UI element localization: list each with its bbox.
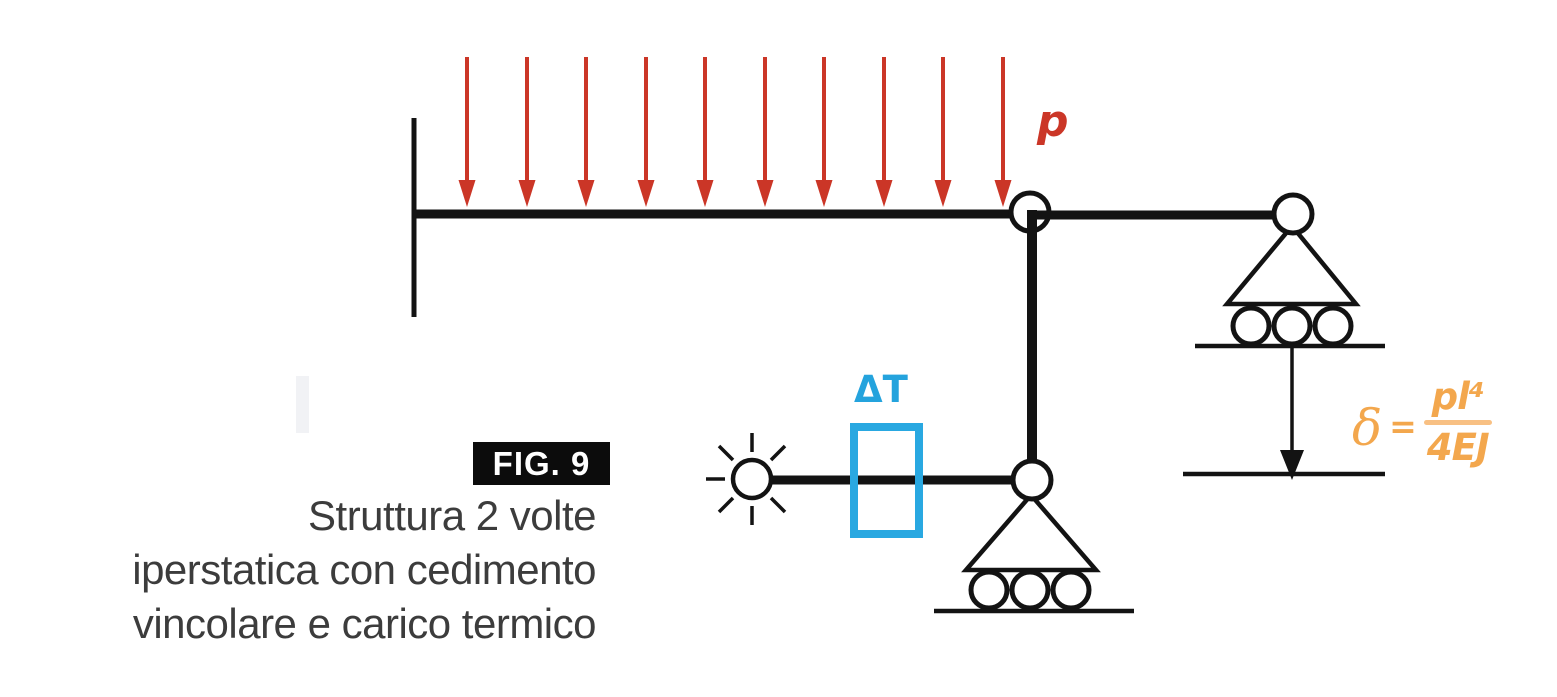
formula-fraction: pl⁴ 4EJ xyxy=(1423,375,1492,469)
right-roller-support-icon xyxy=(1195,192,1385,349)
load-arrow-icon xyxy=(815,57,833,207)
formula-delta: δ xyxy=(1352,398,1383,457)
bottom-roller-support-icon xyxy=(934,458,1134,614)
load-arrow-icon xyxy=(458,57,476,207)
load-arrow-icon xyxy=(637,57,655,207)
settlement-arrow-icon xyxy=(1183,348,1385,480)
caption-line: Struttura 2 volte xyxy=(308,492,596,539)
caption-line: vincolare e carico termico xyxy=(132,600,597,647)
load-arrow-icon xyxy=(696,57,714,207)
fraction-bar-icon xyxy=(1423,419,1492,425)
sun-hinge-support-icon xyxy=(706,433,798,525)
figure-tag: FIG. 9 xyxy=(473,442,610,485)
load-arrow-icon xyxy=(518,57,536,207)
load-arrow-icon xyxy=(756,57,774,207)
distributed-load-label: p xyxy=(1037,96,1069,147)
load-arrow-icon xyxy=(994,57,1012,207)
formula-numerator: pl⁴ xyxy=(1431,375,1485,418)
thermal-load-box-icon xyxy=(850,423,923,538)
formula-denominator: 4EJ xyxy=(1426,425,1490,469)
thermal-load-label: ΔT xyxy=(854,368,908,411)
figure-caption: Struttura 2 volte iperstatica con cedime… xyxy=(18,489,596,651)
distributed-load-arrows xyxy=(458,57,1012,207)
figure-tag-label: FIG. 9 xyxy=(492,444,591,482)
formula-equals: = xyxy=(1389,407,1417,447)
settlement-formula: δ = pl⁴ 4EJ xyxy=(1352,375,1492,469)
caption-line: iperstatica con cedimento xyxy=(132,546,596,593)
scan-artifact xyxy=(296,376,309,433)
load-arrow-icon xyxy=(875,57,893,207)
load-arrow-icon xyxy=(934,57,952,207)
load-arrow-icon xyxy=(577,57,595,207)
